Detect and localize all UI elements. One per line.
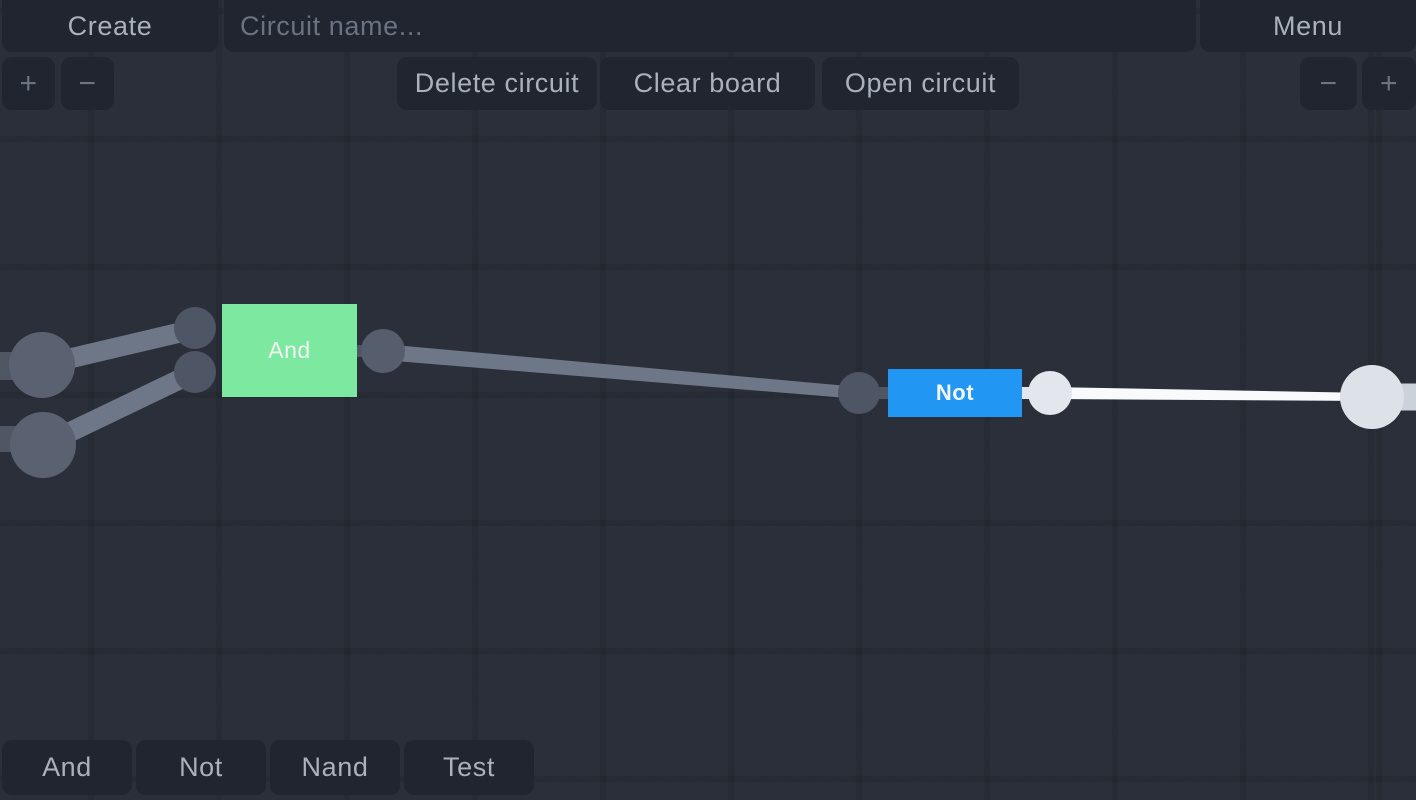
not-input-node[interactable] xyxy=(838,372,880,414)
clear-board-button[interactable]: Clear board xyxy=(600,57,815,110)
create-button[interactable]: Create xyxy=(2,0,218,52)
menu-button[interactable]: Menu xyxy=(1200,0,1416,52)
delete-circuit-button[interactable]: Delete circuit xyxy=(397,57,597,110)
input-switch-node-2[interactable] xyxy=(10,412,76,478)
palette-item-test[interactable]: Test xyxy=(404,740,534,795)
not-gate-label: Not xyxy=(935,380,975,405)
and-input-node-2[interactable] xyxy=(174,351,216,393)
circuit-name-input[interactable] xyxy=(224,0,1196,52)
and-gate[interactable]: And xyxy=(222,304,357,397)
and-gate-label: And xyxy=(268,337,311,363)
zoom-out-button-left[interactable]: − xyxy=(61,57,114,110)
palette-item-and[interactable]: And xyxy=(2,740,132,795)
wire-not-to-lamp xyxy=(1050,387,1372,401)
and-input-node-1[interactable] xyxy=(174,307,216,349)
input-switch-node-1[interactable] xyxy=(9,332,75,398)
zoom-in-button-left[interactable]: + xyxy=(2,57,55,110)
wire-and-to-not xyxy=(383,344,859,399)
zoom-in-button-right[interactable]: + xyxy=(1362,57,1416,110)
not-gate[interactable]: Not xyxy=(888,369,1022,417)
open-circuit-button[interactable]: Open circuit xyxy=(822,57,1019,110)
palette-item-nand[interactable]: Nand xyxy=(270,740,400,795)
zoom-out-button-right[interactable]: − xyxy=(1300,57,1357,110)
and-output-node[interactable] xyxy=(361,329,405,373)
output-lamp-node[interactable] xyxy=(1340,365,1404,429)
not-output-node[interactable] xyxy=(1028,371,1072,415)
palette-item-not[interactable]: Not xyxy=(136,740,266,795)
